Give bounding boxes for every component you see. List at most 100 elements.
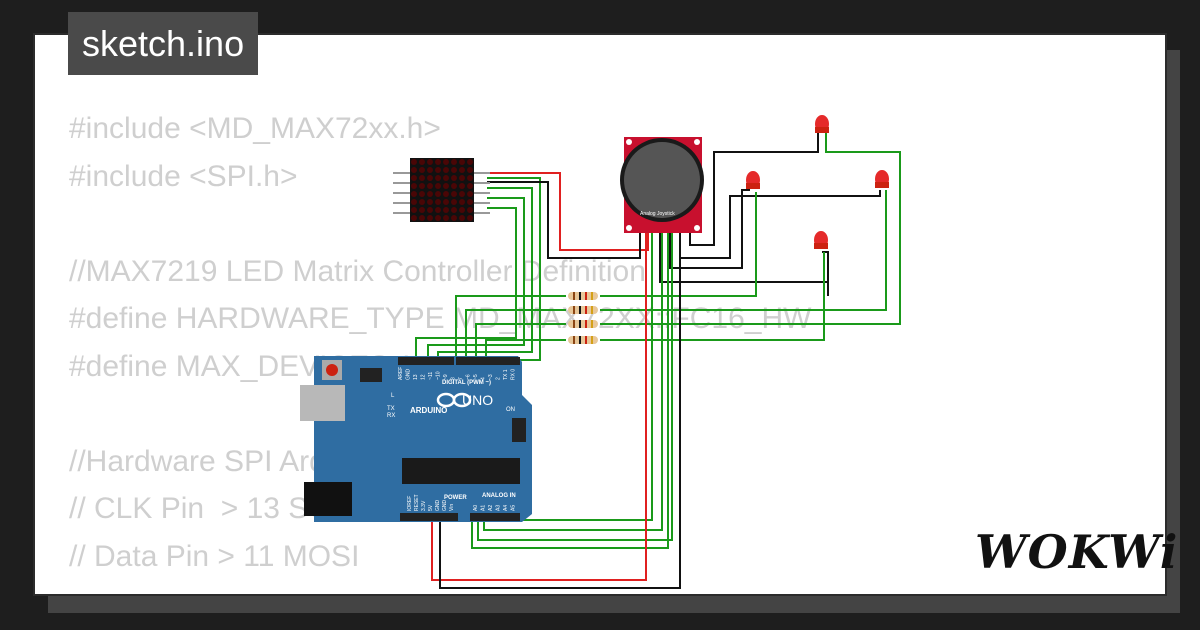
pin-label: A0: [473, 505, 479, 511]
resistor-body: [568, 320, 598, 328]
wokwi-logo[interactable]: WOKWi: [975, 525, 1179, 579]
wire-green: [600, 132, 901, 325]
matrix-dot: [443, 183, 449, 189]
pin-label: ~5: [473, 374, 479, 380]
matrix-dot: [467, 215, 473, 221]
pin-label: ~11: [428, 372, 434, 380]
mount-hole: [694, 225, 700, 231]
analog-pin-labels: A0 A1 A2 A3 A4 A5: [473, 505, 517, 511]
project-card[interactable]: #include <MD_MAX72xx.h> #include <SPI.h>…: [33, 33, 1167, 596]
mount-hole: [626, 225, 632, 231]
wire-green: [471, 230, 669, 549]
joystick-knob[interactable]: [624, 142, 700, 218]
matrix-dot: [411, 167, 417, 173]
tx-label: TX: [387, 406, 395, 412]
resistor-band: [579, 336, 581, 344]
resistor-band: [585, 336, 587, 344]
pin-label: 8: [451, 377, 457, 380]
digital-header-1: [398, 357, 454, 365]
arduino-uno[interactable]: DIGITAL (PWM ~) ARDUINO UNO POWER ANALOG…: [300, 356, 532, 522]
led-2[interactable]: [746, 171, 760, 189]
joystick[interactable]: Analog Joystick: [620, 137, 704, 233]
matrix-dot: [451, 215, 457, 221]
led-rim: [875, 182, 889, 188]
matrix-dot: [419, 167, 425, 173]
resistor-band: [585, 292, 587, 300]
wire-black: [487, 181, 641, 259]
icsp-header-2: [512, 418, 526, 442]
led-3[interactable]: [875, 170, 889, 188]
mount-hole: [626, 139, 632, 145]
pin-label: Vin: [449, 504, 455, 511]
wire-green: [483, 230, 663, 531]
pin-label: A4: [503, 505, 509, 511]
mount-hole: [694, 139, 700, 145]
matrix-dot: [459, 159, 465, 165]
analog-label: ANALOG IN: [482, 493, 516, 499]
digital-label: DIGITAL (PWM ~): [442, 380, 491, 386]
pin-label: 13: [413, 374, 419, 380]
pin-label: AREF: [398, 367, 404, 380]
resistor[interactable]: [568, 336, 598, 344]
wire-red: [431, 230, 647, 581]
reset-button[interactable]: [326, 364, 338, 376]
wire-black: [439, 230, 681, 589]
resistor-band: [585, 320, 587, 328]
wire-black: [689, 132, 819, 246]
wire-green: [465, 309, 566, 360]
resistor-band: [591, 320, 593, 328]
resistor-band: [573, 320, 575, 328]
led-rim: [746, 183, 760, 189]
resistor[interactable]: [568, 320, 598, 328]
usb-port: [300, 385, 345, 421]
pin-label: 4: [481, 377, 487, 380]
pin-label: IOREF: [407, 496, 413, 511]
atmega-chip: [402, 458, 520, 484]
matrix-dot: [411, 183, 417, 189]
resistor-band: [573, 336, 575, 344]
matrix-dot: [435, 175, 441, 181]
icsp-header: [360, 368, 382, 382]
power-jack: [304, 482, 352, 516]
pin-label: RESET: [414, 494, 420, 511]
matrix-dot: [427, 167, 433, 173]
led-1[interactable]: [815, 115, 829, 133]
led-4[interactable]: [814, 231, 828, 249]
matrix-dot: [459, 199, 465, 205]
matrix-dot: [467, 191, 473, 197]
resistor[interactable]: [568, 292, 598, 300]
pin-label: 3.3V: [421, 500, 427, 511]
matrix-dot: [451, 183, 457, 189]
matrix-dot: [419, 191, 425, 197]
on-label: ON: [506, 407, 515, 413]
matrix-dot: [443, 199, 449, 205]
matrix-dot: [443, 207, 449, 213]
resistor-band: [573, 292, 575, 300]
wires: [415, 132, 901, 589]
matrix-dot: [443, 215, 449, 221]
matrix-dot: [435, 207, 441, 213]
matrix-dot: [419, 159, 425, 165]
led-matrix[interactable]: [393, 158, 490, 222]
top-pin-labels: AREF GND 13 12 ~11 ~10 ~9 8 7 ~6 ~5 4 ~3…: [398, 367, 517, 380]
pin-label: 7: [458, 377, 464, 380]
matrix-dot: [443, 159, 449, 165]
sketch-title-badge[interactable]: sketch.ino: [68, 12, 259, 75]
matrix-dot: [467, 207, 473, 213]
matrix-pins-right: [474, 172, 490, 214]
matrix-dot: [419, 215, 425, 221]
resistor-band: [579, 320, 581, 328]
matrix-dot: [459, 215, 465, 221]
pin-label: ~3: [488, 374, 494, 380]
wire-green: [490, 230, 653, 521]
pin-label: GND: [406, 369, 412, 381]
matrix-dot: [419, 207, 425, 213]
resistor[interactable]: [568, 306, 598, 314]
pin-label: 12: [421, 374, 427, 380]
matrix-dot: [451, 191, 457, 197]
wire-green: [455, 295, 566, 360]
led-rim: [815, 127, 829, 133]
resistor-body: [568, 292, 598, 300]
matrix-dot: [419, 199, 425, 205]
